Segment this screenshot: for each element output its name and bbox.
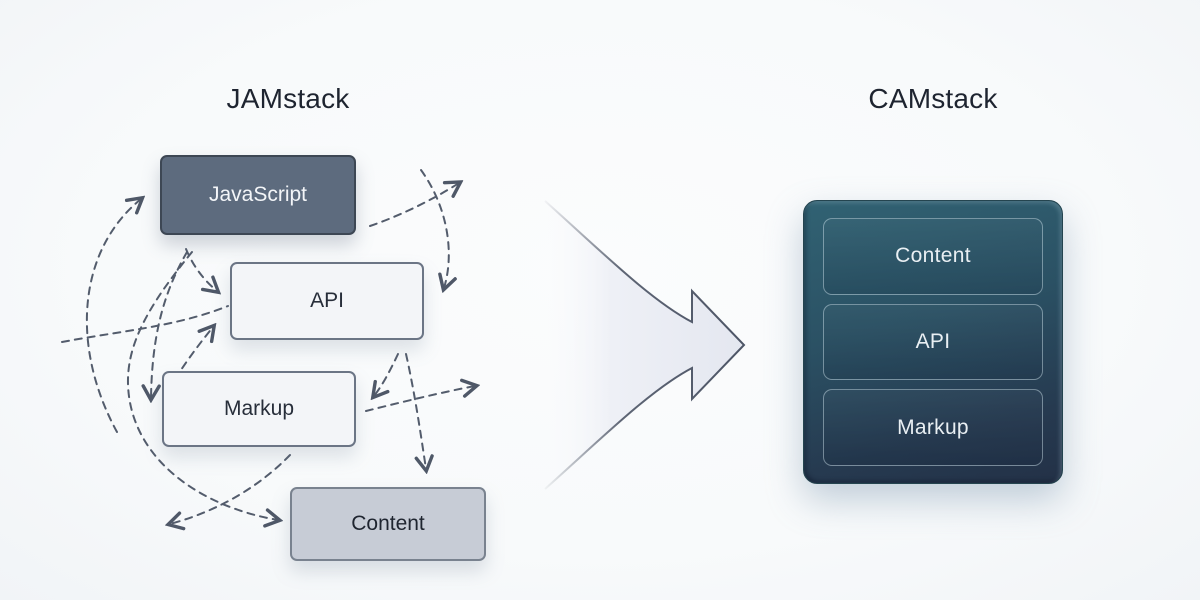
- layer-label: Markup: [897, 415, 969, 439]
- layer-label: API: [915, 330, 951, 353]
- transition-arrow-icon: [544, 200, 746, 490]
- dashed-arrow: [405, 353, 426, 469]
- layer-markup: Markup: [823, 389, 1043, 467]
- camstack-container: Content API Markup: [803, 200, 1063, 484]
- right-stack-title: CAMstack: [868, 83, 998, 114]
- node-label: Content: [351, 512, 425, 535]
- node-api: API: [230, 262, 432, 349]
- node-label: API: [310, 289, 344, 312]
- left-stack-title: JAMstack: [226, 83, 350, 114]
- dashed-arrow: [61, 305, 229, 343]
- dashed-arrow: [170, 454, 291, 524]
- node-markup: Markup: [162, 371, 364, 456]
- node-javascript: JavaScript: [160, 155, 364, 244]
- node-label: JavaScript: [208, 183, 308, 206]
- node-label: Markup: [223, 397, 295, 420]
- layer-api: API: [823, 303, 1043, 381]
- dashed-arrow: [369, 183, 459, 227]
- dashed-arrow: [374, 353, 399, 396]
- dashed-arrow: [365, 386, 475, 412]
- node-content: Content: [290, 487, 494, 570]
- dashed-arrow: [185, 248, 217, 291]
- dashed-arrow: [420, 169, 449, 288]
- dashed-arrow: [85, 199, 141, 433]
- layer-label: Content: [895, 244, 971, 268]
- layer-content: Content: [823, 218, 1043, 295]
